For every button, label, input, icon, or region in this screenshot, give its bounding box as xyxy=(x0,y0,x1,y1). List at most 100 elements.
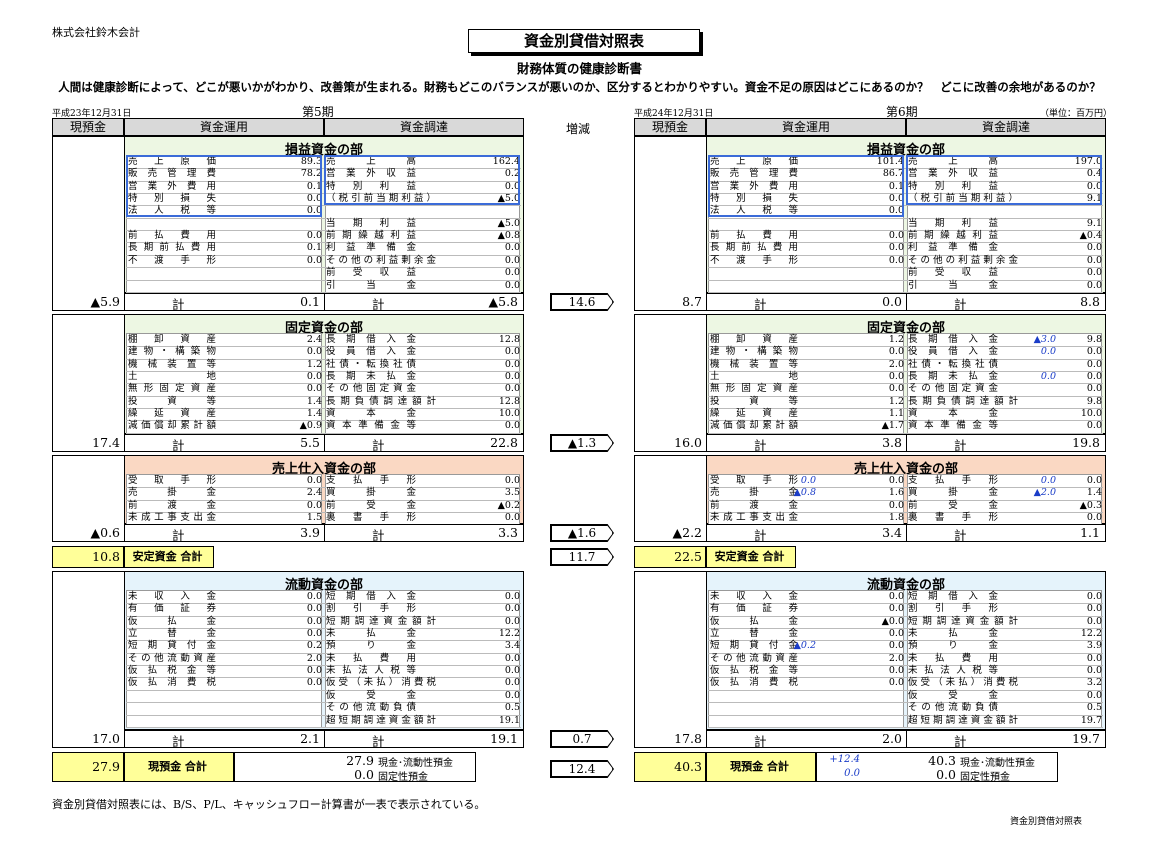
pl-use-label-right xyxy=(710,280,798,292)
cash-liquid-note: +12.4 xyxy=(829,754,860,765)
fixed-src-total-label-right: 計 xyxy=(954,438,967,453)
fixed-note-right: ▲3.0 xyxy=(1033,334,1056,345)
fixed-cash-left: 17.4 xyxy=(92,435,120,450)
pl-use-value-left: 0.1 xyxy=(306,242,322,254)
sales-src-label-right: 買掛金 xyxy=(908,487,998,499)
sales-src-label-left: 裏書手形 xyxy=(326,512,416,524)
fixed-row-line-left xyxy=(126,420,521,422)
current-use-value-right xyxy=(796,715,904,727)
pl-use-value-left xyxy=(214,267,322,279)
current-use-value-right: 0.0 xyxy=(888,628,904,640)
pl-divider2-right xyxy=(906,293,907,311)
current-row-line-right xyxy=(708,726,1103,728)
stable-total-label-right: 安定資金 合計 xyxy=(706,546,796,568)
sales-use-label-right: 前渡金 xyxy=(710,499,798,511)
sales-use-label-right: 未成工事支出金 xyxy=(710,512,798,524)
pl-use-label-right: 売上原価 xyxy=(710,156,798,167)
fixed-row-line-right xyxy=(708,371,1103,373)
pl-src-label-right: 売上高 xyxy=(908,156,998,167)
pl-total-line-left xyxy=(124,293,524,294)
pl-src-value-left: 0.0 xyxy=(504,254,520,266)
fixed-src-total-left: 22.8 xyxy=(490,435,518,450)
fixed-use-value-right: 1.1 xyxy=(888,408,904,420)
sales-note-right: ▲2.0 xyxy=(1033,487,1056,499)
pl-src-label-right: 特別利益 xyxy=(908,180,998,192)
pl-src-value-left: ▲5.0 xyxy=(497,217,520,229)
fixed-src-label-right: その他固定資金 xyxy=(908,383,998,395)
current-total-line-right xyxy=(706,730,1106,731)
sales-src-label-right: 前受金 xyxy=(908,499,998,511)
sales-row-line-right xyxy=(708,499,1103,501)
sales-use-total-label-right: 計 xyxy=(754,528,767,543)
change-stable: 11.7 xyxy=(551,549,613,565)
left-date: 平成23年12月31日 xyxy=(52,109,132,119)
pl-row-line-right xyxy=(708,217,1103,219)
pl-src-highlight-1 xyxy=(906,155,1102,205)
pl-cash-right: 8.7 xyxy=(682,294,702,309)
fixed-use-value-left: 2.4 xyxy=(306,334,322,345)
fixed-row-line-right xyxy=(708,346,1103,348)
cash-total-value-right: 40.3 xyxy=(634,752,706,782)
sales-note-right: ▲0.8 xyxy=(793,487,816,499)
current-row-line-right xyxy=(708,689,1103,691)
current-use-label-left: その他流動資産 xyxy=(128,652,216,664)
sales-src-label-right: 裏書手形 xyxy=(908,512,998,524)
pl-row-line-left xyxy=(126,254,521,256)
pl-use-label-left xyxy=(128,218,216,230)
current-src-value-right: 0.5 xyxy=(1086,702,1102,714)
current-row-line-right xyxy=(708,652,1103,654)
current-src-label-left: その他流動負債 xyxy=(326,702,416,714)
fixed-row-line-right xyxy=(708,432,1103,434)
sales-src-total-label-right: 計 xyxy=(954,528,967,543)
current-src-label-left: 未払法人税等 xyxy=(326,665,416,677)
current-row-line-left xyxy=(126,665,521,667)
pl-row-line-right xyxy=(708,267,1103,269)
pl-use-value-right xyxy=(796,218,904,230)
current-use-value-right: 2.0 xyxy=(888,652,904,664)
current-use-value-left: 0.0 xyxy=(306,665,322,677)
current-src-label-left: 超短期調達資金額計 xyxy=(326,714,436,726)
current-use-value-left xyxy=(214,690,322,702)
sales-divider2-left xyxy=(324,524,325,542)
page-title: 資金別貸借対照表 xyxy=(468,29,700,53)
fixed-use-label-right: 土地 xyxy=(710,371,798,383)
current-use-value-left: 0.0 xyxy=(306,615,322,627)
pl-use-highlight-0 xyxy=(126,155,322,217)
pl-use-value-right: 0.0 xyxy=(888,254,904,266)
pl-src-value-right: 0.0 xyxy=(1086,267,1102,279)
fixed-use-label-left: 無形固定資産 xyxy=(128,383,216,395)
pl-src-value-right: 0.0 xyxy=(1086,242,1102,254)
fixed-src-label-right: 長期負債調達額計 xyxy=(908,395,1018,407)
fixed-src-label-left: 社債・転換社債 xyxy=(326,358,416,370)
sales-note-right: 0.0 xyxy=(800,475,816,486)
current-src-value-right: 19.7 xyxy=(1080,714,1102,726)
sales-use-value-left: 2.4 xyxy=(306,487,322,499)
fixed-use-label-right: 繰延資産 xyxy=(710,408,798,420)
fixed-use-label-right: 投資等 xyxy=(710,395,798,407)
pl-src-label-right: 前受収益 xyxy=(908,267,998,279)
current-use-value-left: 2.0 xyxy=(306,652,322,664)
sales-src-total-left: 3.3 xyxy=(498,525,518,540)
current-use-value-left xyxy=(214,702,322,714)
sales-src-value-right: 1.4 xyxy=(1086,487,1102,499)
current-src-value-right: 0.0 xyxy=(1086,591,1102,602)
fixed-use-label-left: 棚卸資産 xyxy=(128,334,216,345)
pl-src-value-left: 0.2 xyxy=(504,168,520,180)
fixed-row-line-right xyxy=(708,383,1103,385)
current-src-label-right: 未払金 xyxy=(908,628,998,640)
current-src-label-right: 超短期調達資金額計 xyxy=(908,714,1018,726)
pl-src-label-right: 当期利益 xyxy=(908,217,998,229)
sales-row-line-right xyxy=(708,487,1103,489)
pl-use-grid-left xyxy=(126,155,322,293)
current-src-total-label-right: 計 xyxy=(954,734,967,749)
fixed-src-label-left: 長期借入金 xyxy=(326,334,416,345)
fixed-use-value-left: 0.0 xyxy=(306,383,322,395)
current-row-line-left xyxy=(126,652,521,654)
pl-src-value-left xyxy=(424,205,520,217)
current-row-line-right xyxy=(708,677,1103,679)
fixed-divider2-right xyxy=(906,434,907,452)
change-pl: 14.6 xyxy=(551,294,613,310)
fixed-src-value-right: 0.0 xyxy=(1086,358,1102,370)
current-src-label-left: 未払費用 xyxy=(326,652,416,664)
current-row-line-left xyxy=(126,640,521,642)
